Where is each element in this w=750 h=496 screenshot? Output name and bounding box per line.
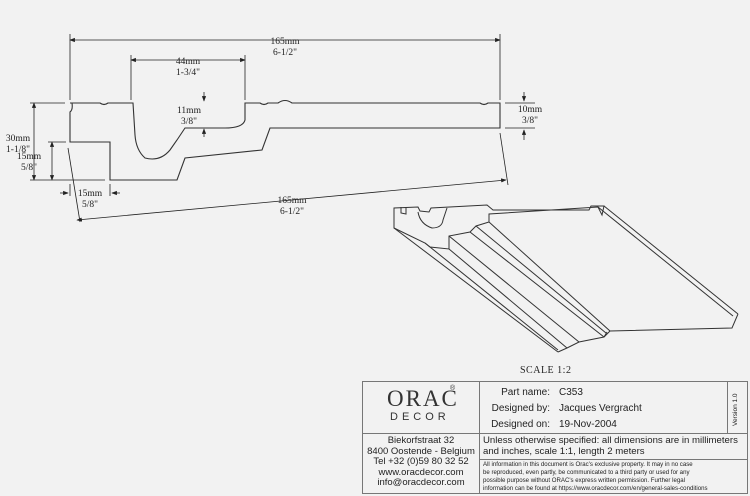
dim-width-top-in: 6-1/2" (273, 48, 297, 58)
specification-note: Unless otherwise specified: all dimensio… (480, 434, 747, 460)
logo-subtitle: DECOR (390, 411, 450, 423)
dim-end-thickness-in: 3/8" (522, 116, 538, 126)
designed-by-row: Designed by: Jacques Vergracht (480, 403, 727, 417)
version-label: Version 1.0 (732, 393, 739, 426)
legal-line-4: information can be found at https://www.… (483, 485, 708, 492)
logo-wordmark: ORAC (387, 386, 459, 411)
part-name-row: Part name: C353 (480, 387, 727, 401)
version-box: Version 1.0 (728, 382, 747, 434)
designed-by-value: Jacques Vergracht (559, 403, 642, 414)
dim-width-diag-mm: 165mm (277, 196, 307, 206)
logo: ORAC ® DECOR (363, 382, 480, 434)
dim-width-diag-in: 6-1/2" (280, 207, 304, 217)
legal-line-3: possible purpose without ORAC's express … (483, 477, 686, 484)
iso-end-face (393, 204, 605, 250)
address-website: www.oracdecor.com (378, 466, 464, 478)
part-name-label: Part name: (501, 387, 550, 398)
profile-outline (69, 99, 501, 181)
dim-height-mm: 30mm (6, 134, 31, 144)
dim-lip-width-mm: 15mm (78, 189, 103, 199)
designed-on-row: Designed on: 19-Nov-2004 (480, 419, 727, 433)
scale-label: SCALE 1:2 (520, 365, 571, 376)
dim-lip-height-in: 5/8" (21, 163, 37, 173)
address-email: info@oracdecor.com (377, 477, 465, 489)
dimension-labels: 165mm 6-1/2" 44mm 1-3/4" 11mm 3/8" 10mm … (6, 37, 543, 217)
address-phone: Tel +32 (0)59 80 32 52 (373, 456, 469, 468)
dim-width-top-mm: 165mm (270, 37, 300, 47)
spec-line-1: Unless otherwise specified: all dimensio… (483, 435, 738, 446)
designed-by-label: Designed by: (491, 403, 550, 414)
part-name-value: C353 (559, 387, 583, 398)
dim-lip-width-in: 5/8" (82, 200, 98, 210)
profile-section (69, 99, 501, 181)
designed-on-value: 19-Nov-2004 (559, 419, 617, 430)
dim-depth-in: 3/8" (181, 117, 197, 127)
dim-depth-mm: 11mm (177, 106, 202, 116)
dim-groove-mm: 44mm (176, 57, 201, 67)
spec-line-2: and inches, scale 1:1, length 2 meters (483, 445, 645, 457)
dim-lip-height-mm: 15mm (17, 152, 42, 162)
dim-groove-in: 1-3/4" (176, 68, 200, 78)
company-address: Biekorfstraat 32 8400 Oostende - Belgium… (363, 434, 480, 493)
isometric-view (393, 204, 739, 353)
address-city: 8400 Oostende - Belgium (367, 445, 475, 457)
legal-notice: All information in this document is Orac… (480, 460, 747, 493)
dim-end-thickness-mm: 10mm (518, 105, 543, 115)
dimension-lines (30, 34, 535, 223)
dim-height-in: 1-1/8" (6, 145, 30, 155)
legal-line-1: All information in this document is Orac… (483, 461, 693, 468)
legal-line-2: be reproduced, even partly, be communica… (483, 469, 690, 476)
designed-on-label: Designed on: (491, 419, 550, 430)
part-info: Part name: C353 Designed by: Jacques Ver… (480, 382, 728, 434)
address-street: Biekorfstraat 32 (387, 435, 455, 446)
logo-registered-mark: ® (450, 385, 456, 392)
title-block: ORAC ® DECOR Biekorfstraat 32 8400 Ooste… (362, 381, 748, 494)
